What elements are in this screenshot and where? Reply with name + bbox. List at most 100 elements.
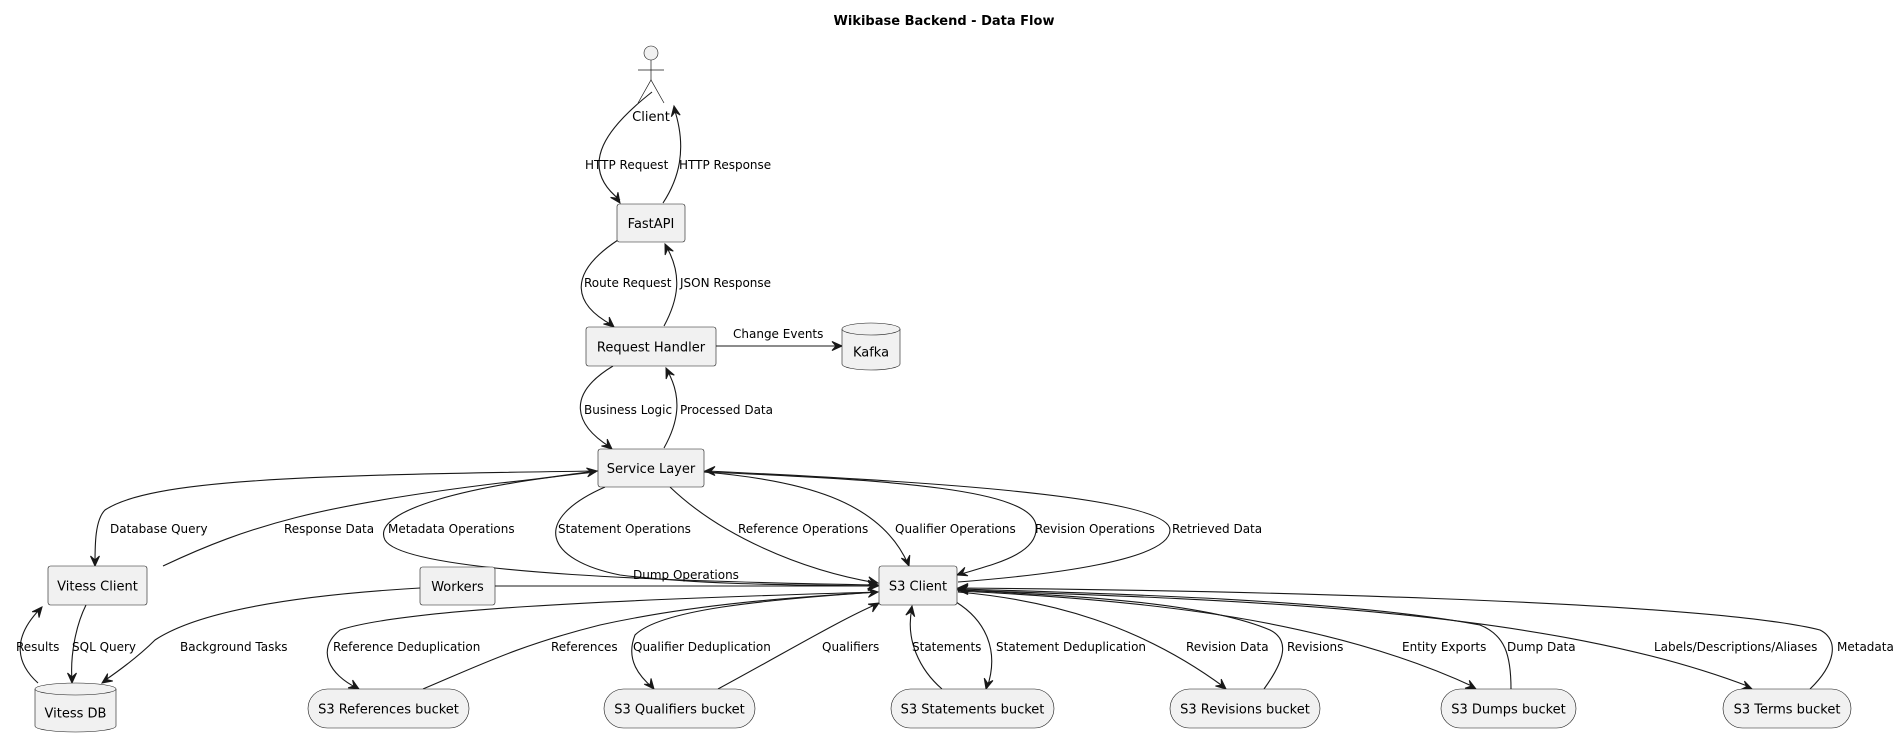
storage-shape	[603, 688, 756, 729]
edge-label: Reference Deduplication	[333, 640, 480, 654]
edge-label: Labels/Descriptions/Aliases	[1654, 640, 1817, 654]
node-label: Vitess DB	[45, 707, 107, 722]
edge-line	[19, 608, 41, 684]
arrowhead-icon	[867, 581, 880, 591]
arrowhead-icon	[1464, 680, 1478, 690]
edge-request-handler-to-kafka	[716, 341, 844, 351]
node-service-layer[interactable]: Service Layer	[597, 448, 705, 488]
node-s3-revisions[interactable]: S3 Revisions bucket	[1169, 688, 1321, 729]
node-client[interactable]: Client	[632, 45, 670, 125]
arrowhead-icon	[670, 104, 681, 117]
database-rim	[34, 688, 117, 696]
edge-line	[663, 245, 678, 327]
edge-label: Background Tasks	[180, 640, 288, 654]
edge-label: References	[551, 640, 618, 654]
edge-s3-qualifiers-to-s3-client	[717, 602, 881, 690]
edge-label: Change Events	[733, 327, 823, 341]
edge-line	[382, 471, 878, 586]
edge-label: Entity Exports	[1402, 640, 1486, 654]
node-box	[419, 566, 496, 606]
edge-s3-client-to-s3-revisions	[957, 591, 1227, 690]
diagram-title: Wikibase Backend - Data Flow	[834, 14, 1055, 29]
edge-s3-terms-to-s3-client	[956, 583, 1833, 690]
edge-label: Statement Deduplication	[996, 640, 1146, 654]
node-label: S3 Statements bucket	[901, 703, 1045, 718]
edge-label: Statement Operations	[558, 522, 691, 536]
storage-shape	[890, 688, 1055, 729]
edge-label: SQL Query	[72, 640, 136, 654]
arrowhead-icon	[347, 679, 361, 690]
edge-line	[955, 601, 993, 689]
edge-label: Dump Operations	[633, 568, 739, 582]
arrowhead-icon	[610, 192, 621, 204]
node-kafka[interactable]: Kafka	[841, 322, 901, 371]
node-s3-dumps[interactable]: S3 Dumps bucket	[1440, 688, 1577, 729]
edge-label: Results	[16, 640, 59, 654]
edge-line	[162, 470, 597, 567]
edge-label: Retrieved Data	[1172, 522, 1262, 536]
arrowhead-icon	[643, 678, 655, 690]
edge-line	[957, 591, 1225, 688]
node-fastapi[interactable]: FastAPI	[616, 203, 686, 243]
edge-label: Business Logic	[584, 403, 672, 417]
edge-label: Response Data	[284, 522, 374, 536]
edge-label: Reference Operations	[738, 522, 868, 536]
arrowhead-icon	[703, 466, 716, 476]
edge-s3-revisions-to-s3-client	[956, 585, 1284, 690]
edge-request-handler-to-fastapi	[663, 242, 678, 327]
edge-line	[705, 470, 1171, 583]
node-request-handler[interactable]: Request Handler	[585, 326, 717, 367]
edge-label: Qualifier Deduplication	[633, 640, 771, 654]
edge-line	[909, 607, 943, 690]
node-label: S3 Revisions bucket	[1180, 703, 1310, 718]
edge-line	[957, 589, 1751, 688]
node-s3-terms[interactable]: S3 Terms bucket	[1722, 688, 1852, 729]
edge-label: HTTP Request	[585, 158, 669, 172]
arrowhead-icon	[900, 554, 911, 568]
node-vitess-db[interactable]: Vitess DB	[34, 682, 117, 733]
edge-line	[662, 107, 682, 204]
node-label: S3 Qualifiers bucket	[614, 703, 745, 718]
node-workers[interactable]: Workers	[419, 566, 496, 606]
edge-label: Metadata	[1837, 640, 1894, 654]
edge-label: Route Request	[584, 276, 672, 290]
node-s3-statements[interactable]: S3 Statements bucket	[890, 688, 1055, 729]
arrowhead-icon	[601, 438, 613, 450]
edge-client-to-fastapi	[598, 91, 653, 204]
edge-line	[555, 486, 878, 587]
arrowhead-icon	[983, 677, 994, 691]
edge-line	[598, 91, 653, 201]
database-cylinder	[841, 322, 901, 371]
edge-line	[703, 471, 909, 565]
edge-s3-client-to-s3-dumps	[957, 590, 1478, 690]
node-label: Client	[632, 110, 670, 125]
arrowhead-icon	[90, 555, 100, 568]
edge-s3-client-to-s3-statements	[955, 601, 994, 691]
arrowhead-icon	[665, 366, 675, 380]
edge-fastapi-to-client	[662, 104, 682, 204]
arrowhead-icon	[603, 316, 615, 328]
edge-s3-client-to-s3-references	[326, 591, 879, 690]
edge-fastapi-to-request-handler	[580, 239, 619, 328]
edge-label: Processed Data	[680, 403, 773, 417]
node-box	[47, 565, 148, 606]
arrowhead-icon	[956, 583, 969, 593]
node-label: S3 Client	[889, 580, 947, 595]
edge-line	[631, 591, 879, 689]
arrowhead-icon	[67, 672, 77, 685]
edge-label: Qualifier Operations	[895, 522, 1016, 536]
arrowhead-icon	[664, 242, 674, 256]
node-s3-client[interactable]: S3 Client	[878, 565, 958, 606]
storage-shape	[1169, 688, 1321, 729]
edge-label: Revision Operations	[1035, 522, 1155, 536]
node-s3-references[interactable]: S3 References bucket	[307, 688, 470, 729]
node-s3-qualifiers[interactable]: S3 Qualifiers bucket	[603, 688, 756, 729]
storage-shape	[1440, 688, 1577, 729]
edge-line	[326, 591, 879, 689]
node-vitess-client[interactable]: Vitess Client	[47, 565, 148, 606]
edge-line	[580, 239, 619, 326]
edge-s3-client-to-s3-qualifiers	[631, 591, 879, 690]
node-label: FastAPI	[628, 217, 675, 232]
